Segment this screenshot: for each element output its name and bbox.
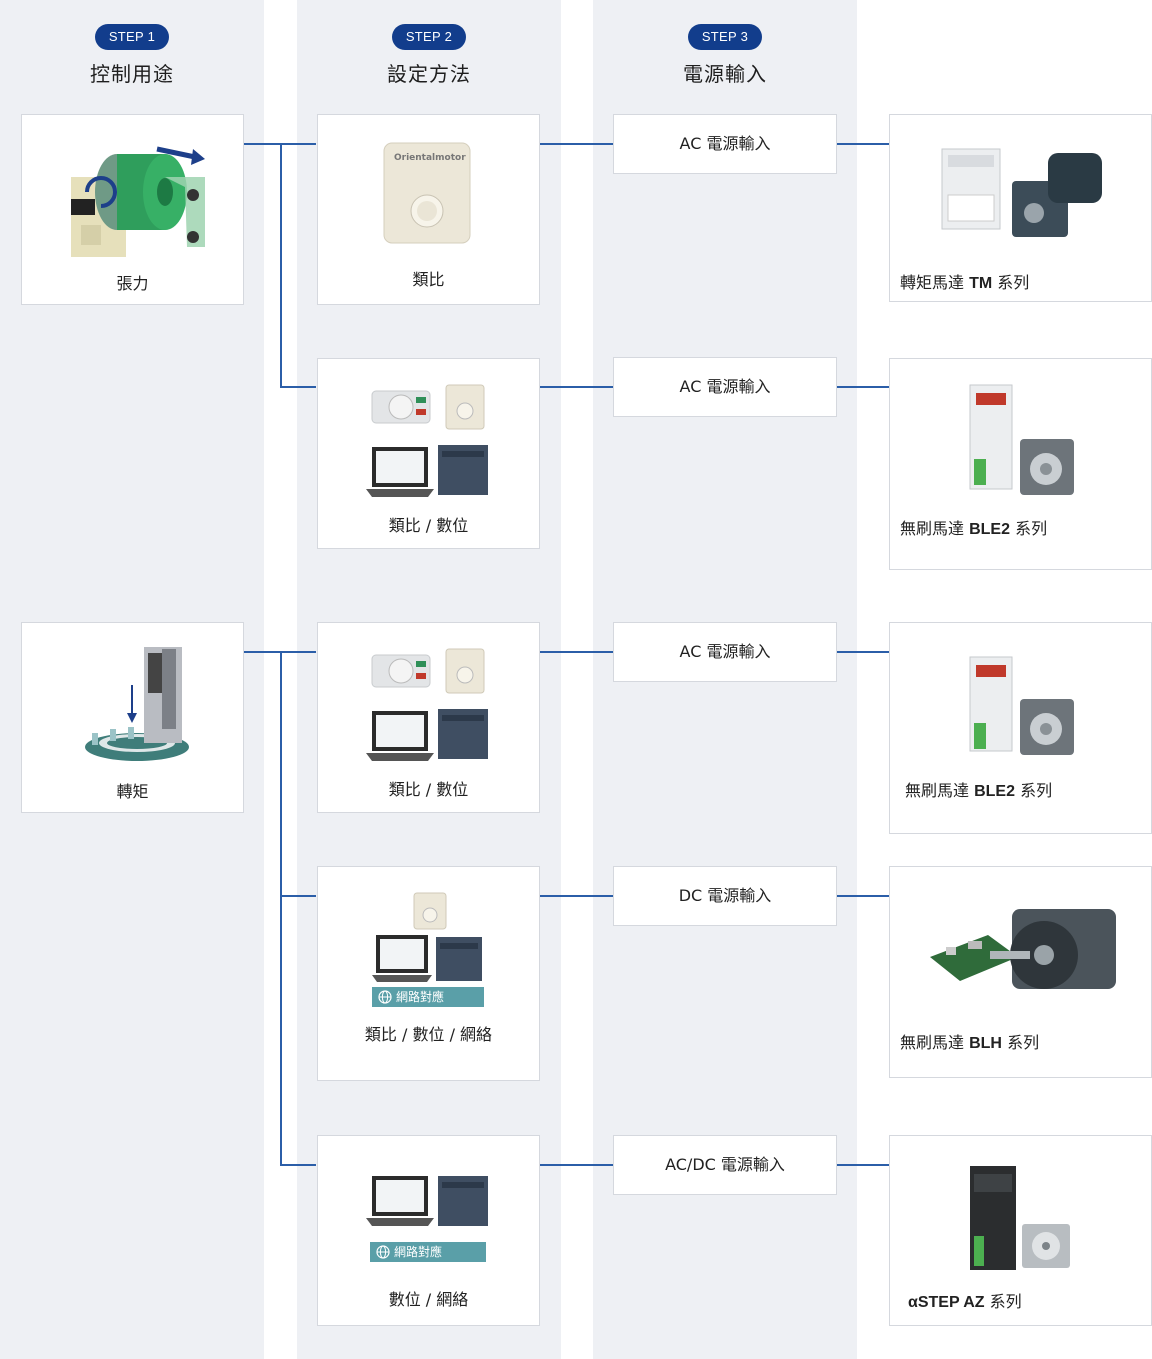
- power-input-box: AC/DC 電源輸入: [613, 1135, 837, 1195]
- product-label: αSTEP AZ 系列: [908, 1292, 1022, 1311]
- step-pill: STEP 2: [391, 24, 467, 50]
- method-label: 類比: [412, 270, 445, 289]
- step-title: 電源輸入: [683, 62, 767, 86]
- product-label: 無刷馬達 BLH 系列: [900, 1033, 1040, 1052]
- step-title: 控制用途: [90, 62, 174, 86]
- product-card-blh[interactable]: 無刷馬達 BLH 系列: [889, 866, 1152, 1078]
- method-card-analog-digital-2[interactable]: 類比 / 數位: [317, 622, 540, 813]
- badge-text: 網路對應: [396, 990, 445, 1004]
- product-card-tm[interactable]: 轉矩馬達 TM 系列: [889, 114, 1152, 302]
- product-card-ble2[interactable]: 無刷馬達 BLE2 系列: [889, 358, 1152, 570]
- method-card-analog-digital[interactable]: 類比 / 數位: [317, 358, 540, 549]
- step2-header: STEP 2 設定方法: [297, 24, 561, 87]
- power-input-box: AC 電源輸入: [613, 357, 837, 417]
- step1-header: STEP 1 控制用途: [0, 24, 264, 87]
- ble2-motor-image: [969, 656, 1074, 755]
- badge-text: 網路對應: [394, 1245, 443, 1259]
- product-label: 無刷馬達 BLE2 系列: [900, 519, 1048, 538]
- power-input-box: DC 電源輸入: [613, 866, 837, 926]
- application-card-tension[interactable]: 張力: [21, 114, 244, 305]
- method-label: 數位 / 網絡: [388, 1290, 469, 1309]
- knob-brand-text: Orientalmotor: [394, 153, 466, 163]
- az-motor-image: [970, 1166, 1070, 1270]
- method-label: 類比 / 數位: [388, 780, 469, 799]
- ble2-motor-image: [969, 384, 1074, 495]
- step-title: 設定方法: [387, 62, 471, 86]
- application-card-torque[interactable]: 轉矩: [21, 622, 244, 813]
- analog-digital-devices-image: [366, 648, 488, 761]
- globe-icon: [376, 1245, 390, 1259]
- blh-motor-image: [930, 909, 1116, 989]
- method-card-analog-digital-network[interactable]: 網路對應 類比 / 數位 / 網絡: [317, 866, 540, 1081]
- application-label: 張力: [116, 274, 149, 293]
- globe-icon: [378, 990, 392, 1004]
- network-support-badge: 網路對應: [372, 987, 484, 1007]
- network-devices-image: [372, 892, 482, 982]
- step3-header: STEP 3 電源輸入: [593, 24, 857, 87]
- power-input-box: AC 電源輸入: [613, 114, 837, 174]
- method-label: 類比 / 數位 / 網絡: [364, 1025, 493, 1044]
- method-label: 類比 / 數位: [388, 516, 469, 535]
- step-pill: STEP 1: [94, 24, 170, 50]
- network-support-badge: 網路對應: [370, 1242, 486, 1262]
- analog-knob-image: [383, 142, 471, 244]
- method-card-analog[interactable]: Orientalmotor 類比: [317, 114, 540, 305]
- step-pill: STEP 3: [687, 24, 763, 50]
- application-label: 轉矩: [116, 782, 149, 801]
- digital-devices-image: [366, 1176, 488, 1226]
- tm-motor-image: [941, 148, 1102, 237]
- product-label: 無刷馬達 BLE2 系列: [905, 781, 1053, 800]
- tension-machine-image: [71, 146, 205, 257]
- method-card-digital-network[interactable]: 網路對應 數位 / 網絡: [317, 1135, 540, 1326]
- product-label: 轉矩馬達 TM 系列: [900, 273, 1030, 292]
- power-input-box: AC 電源輸入: [613, 622, 837, 682]
- product-card-az[interactable]: αSTEP AZ 系列: [889, 1135, 1152, 1326]
- analog-digital-devices-image: [366, 384, 488, 497]
- torque-machine-image: [85, 647, 189, 761]
- product-card-ble2-2[interactable]: 無刷馬達 BLE2 系列: [889, 622, 1152, 834]
